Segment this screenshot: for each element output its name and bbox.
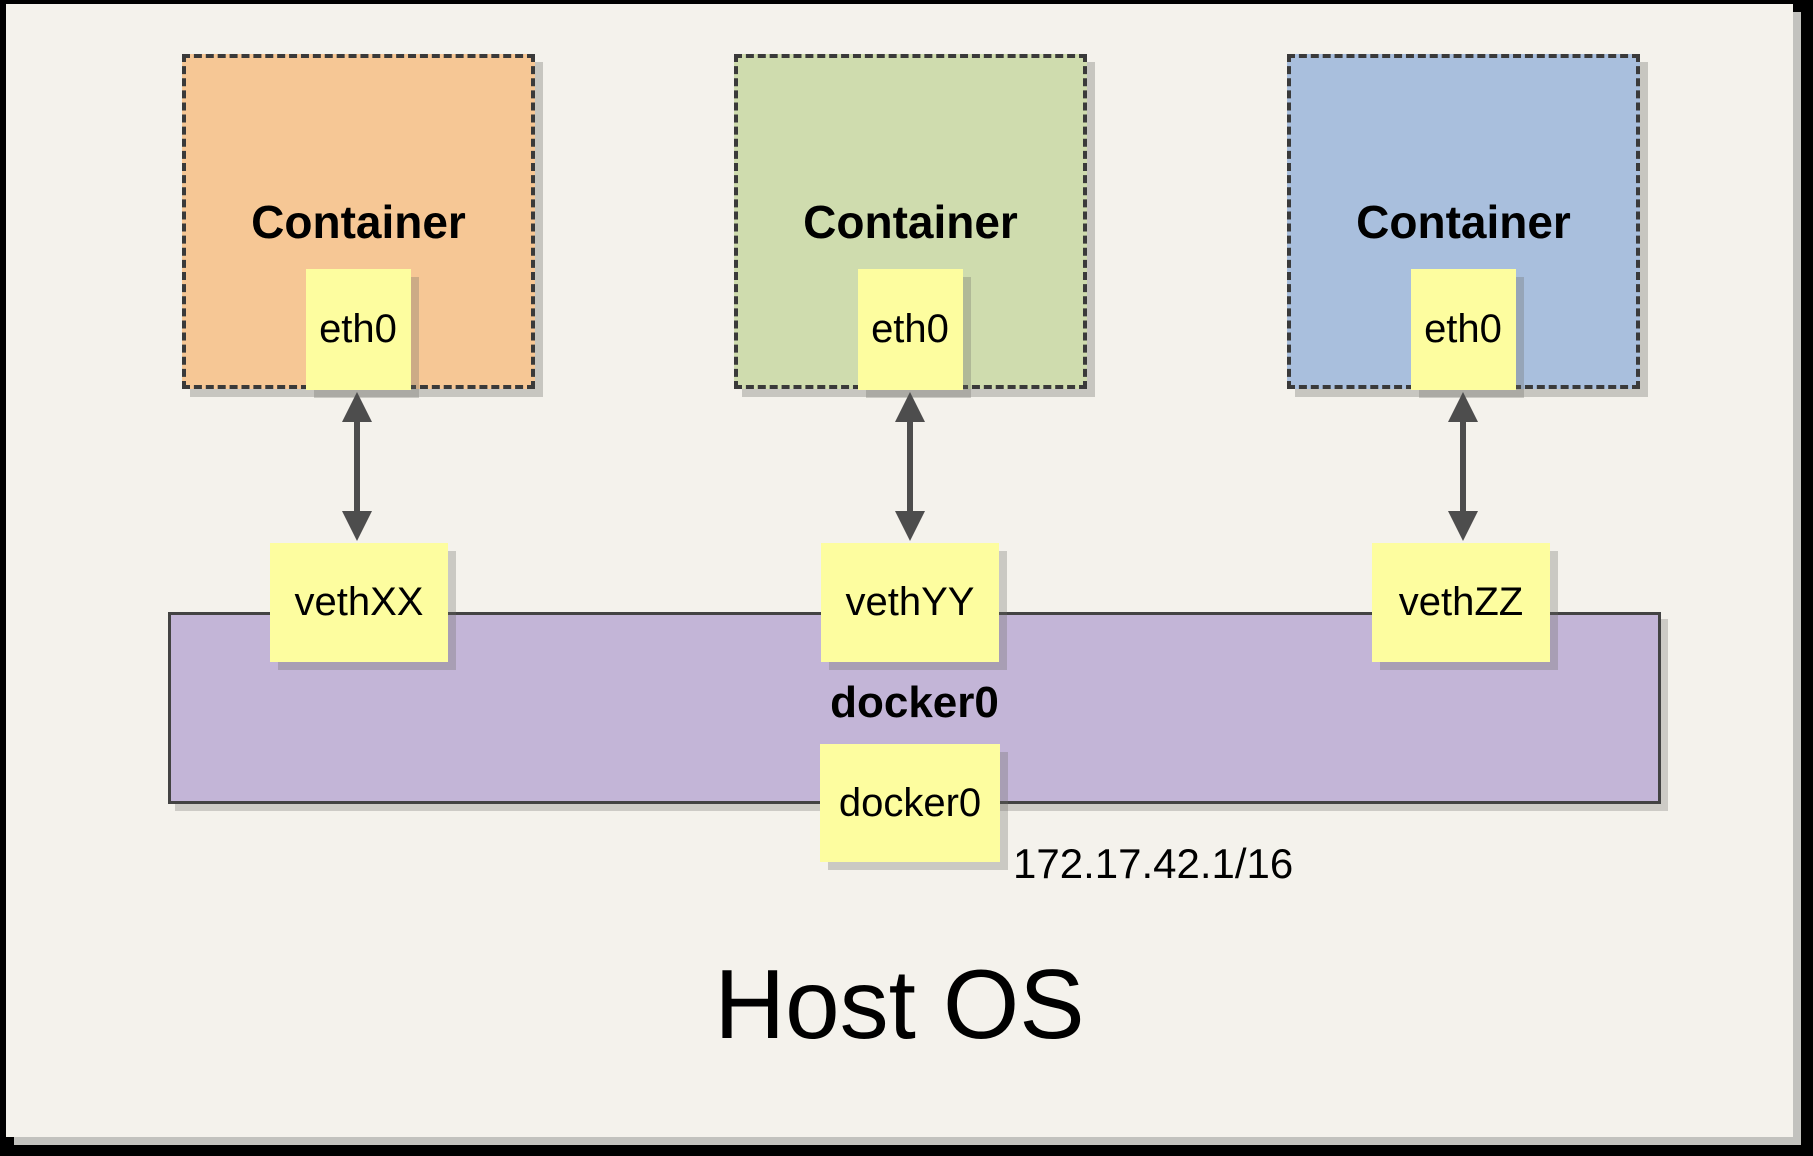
arrow-eth0-vethxx (342, 392, 372, 541)
arrow-eth0-vethyy (895, 392, 925, 541)
docker0-bridge-label: docker0 (830, 678, 999, 727)
container-2-eth0-box: eth0 (857, 269, 963, 390)
arrow-down-icon (342, 511, 372, 541)
docker0-interface-box: docker0 (820, 744, 1000, 862)
arrow-down-icon (1448, 511, 1478, 541)
docker0-ip-label: 172.17.42.1/16 (1013, 840, 1294, 887)
host-os-area: Container eth0 Container eth0 Container … (6, 4, 1793, 1137)
arrow-line (907, 416, 913, 517)
container-2-label: Container (803, 196, 1018, 248)
container-box-3: Container eth0 (1287, 54, 1640, 390)
container-box-2: Container eth0 (734, 54, 1087, 390)
container-box-1: Container eth0 (182, 54, 535, 390)
container-3-label: Container (1356, 196, 1571, 248)
vethzz-box: vethZZ (1372, 543, 1550, 662)
container-1-label: Container (251, 196, 466, 248)
arrow-line (354, 416, 360, 517)
arrow-down-icon (895, 511, 925, 541)
host-os-title: Host OS (714, 949, 1085, 1059)
container-3-eth0-box: eth0 (1410, 269, 1516, 390)
vethyy-box: vethYY (821, 543, 999, 662)
arrow-line (1460, 416, 1466, 517)
container-1-eth0-box: eth0 (305, 269, 411, 390)
vethxx-box: vethXX (270, 543, 448, 662)
arrow-eth0-vethzz (1448, 392, 1478, 541)
